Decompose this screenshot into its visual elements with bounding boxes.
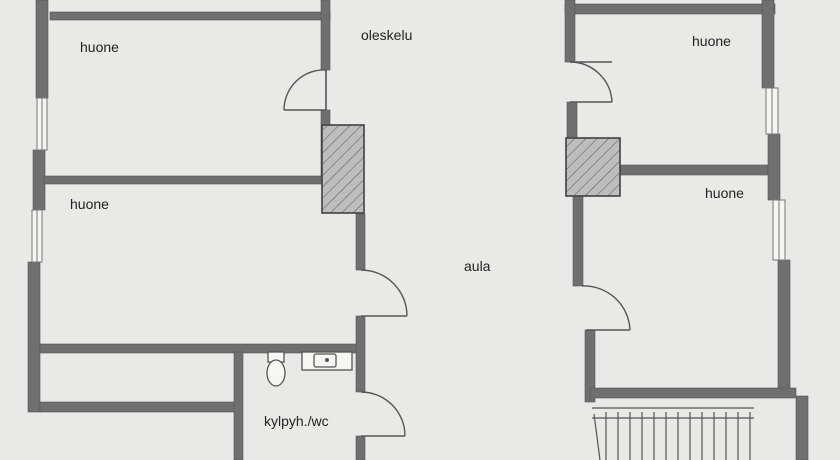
room-label-room-1: huone <box>80 39 119 55</box>
door-room-3 <box>569 61 613 103</box>
door-room-4 <box>581 285 631 331</box>
door-room-2 <box>360 269 408 317</box>
door-bathroom <box>360 391 406 437</box>
sink-icon <box>301 351 353 371</box>
room-label-living-room: oleskelu <box>361 27 412 43</box>
door-room-1 <box>283 69 327 111</box>
room-label-room-3: huone <box>692 33 731 49</box>
room-label-room-2: huone <box>70 196 109 212</box>
staircase <box>592 407 754 460</box>
room-label-bathroom: kylpyh./wc <box>264 413 329 429</box>
room-label-hall: aula <box>464 258 491 274</box>
left-wing-walls <box>27 0 366 460</box>
room-label-room-4: huone <box>705 185 744 201</box>
toilet-icon <box>266 351 286 387</box>
right-wing-walls <box>564 0 809 460</box>
